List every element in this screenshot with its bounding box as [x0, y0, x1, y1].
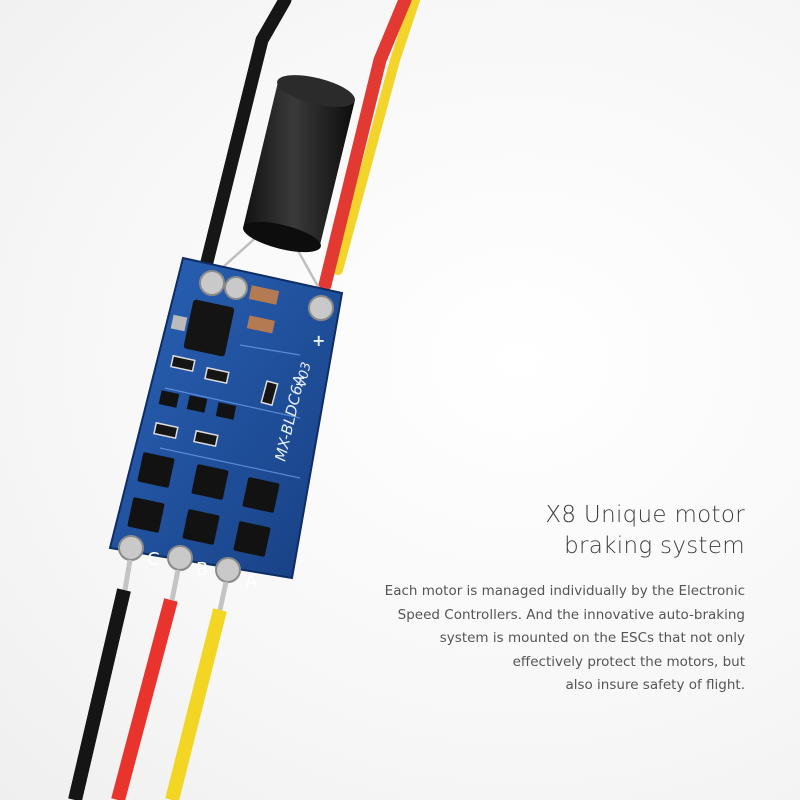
wire-copper-leads [122, 559, 229, 611]
headline-line-2: braking system [564, 533, 745, 559]
description-line: system is mounted on the ESCs that not o… [439, 630, 745, 646]
feature-headline: X8 Unique motor braking system [325, 500, 745, 562]
bottom-red-wire [111, 598, 178, 800]
pad-label-c: C [147, 549, 160, 570]
bottom-yellow-wire [165, 608, 227, 800]
board-plus-mark: + [312, 331, 325, 350]
description-line: effectively protect the motors, but [512, 653, 745, 670]
bottom-black-wire [68, 588, 131, 800]
description-line: also insure safety of flight. [565, 677, 745, 693]
capacitor [243, 75, 355, 253]
feature-description: Each motor is managed individually by th… [325, 580, 745, 698]
top-red-wire [318, 0, 412, 292]
description-line: Speed Controllers. And the innovative au… [397, 606, 745, 623]
board-version-label: V03 [294, 361, 314, 389]
headline-line-1: X8 Unique motor [545, 502, 745, 528]
pad-label-a: A [245, 571, 258, 592]
pad-label-b: B [196, 559, 208, 580]
top-black-wire [198, 0, 292, 277]
top-yellow-wire [333, 0, 420, 275]
feature-text-block: X8 Unique motor braking system Each moto… [325, 500, 745, 698]
esc-circuit-board: MX-BLDC6A V03 + C B A [108, 256, 344, 592]
description-line: Each motor is managed individually by th… [384, 583, 745, 599]
